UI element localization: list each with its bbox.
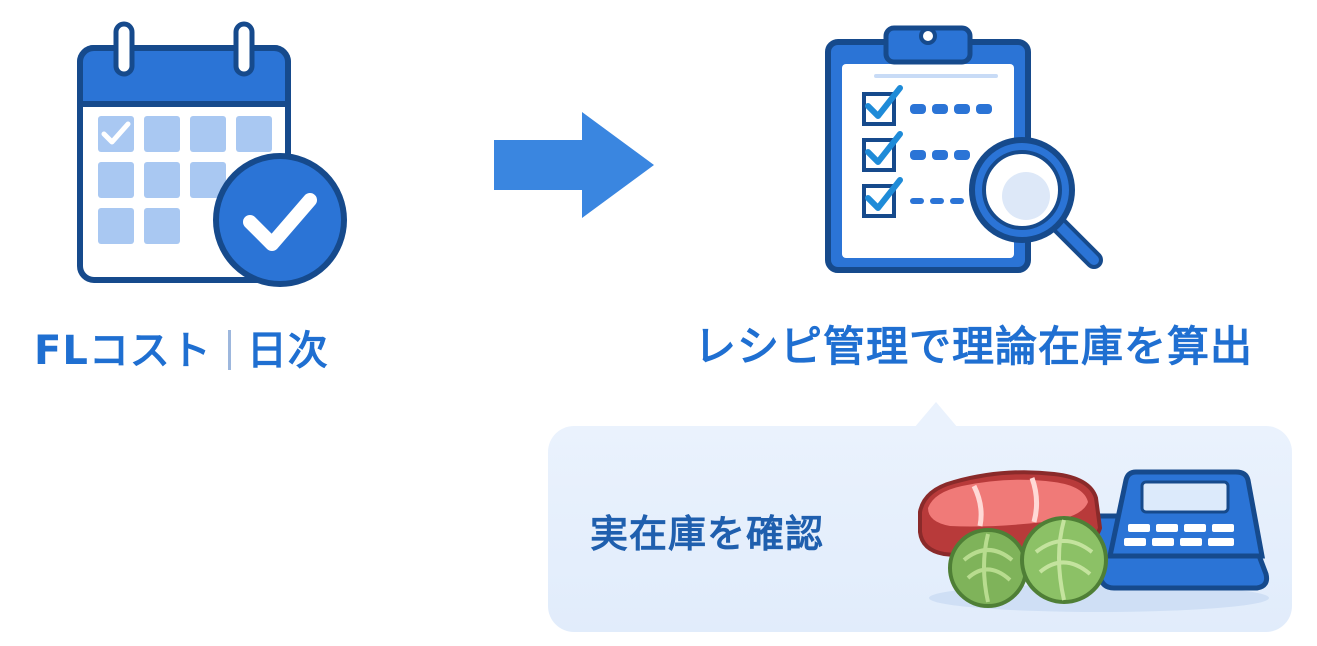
cabbage-icon <box>948 516 1108 608</box>
callout-pointer <box>914 402 958 428</box>
magnifier-icon <box>969 137 1103 269</box>
step-2-label: レシピ管理で理論在庫を算出 <box>694 322 1254 371</box>
callout-text: 実在庫を確認 <box>590 512 825 556</box>
checklist <box>862 85 992 218</box>
calendar-check-icon <box>77 21 347 287</box>
step-1-sub-text: 日次 <box>246 328 329 374</box>
clipboard-magnifier-icon <box>825 25 1103 273</box>
step-1-label: FLコスト日次 <box>34 326 329 376</box>
calculator-icon <box>1091 469 1270 591</box>
step-1-main-text: FLコスト <box>34 328 212 374</box>
label-separator <box>227 330 231 370</box>
right-arrow-icon <box>494 112 654 218</box>
inventory-illustration <box>918 469 1270 612</box>
